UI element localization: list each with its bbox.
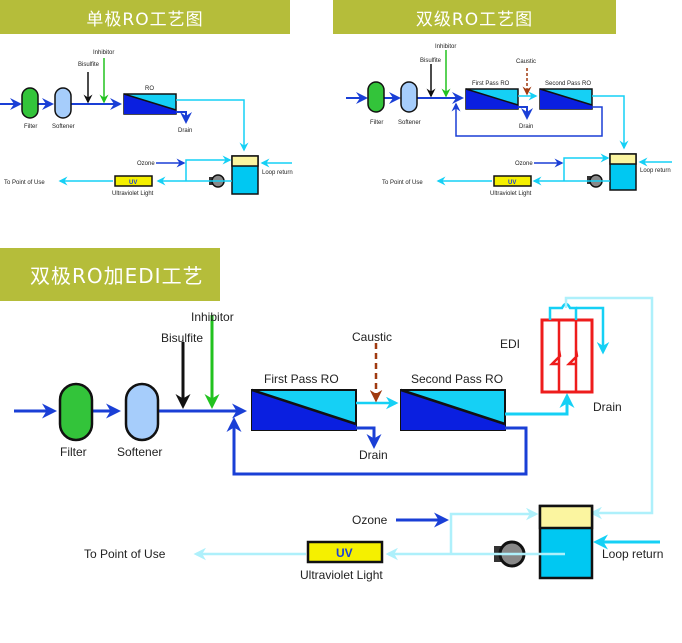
ro-label: RO — [145, 86, 154, 92]
softener-label: Softener — [117, 445, 162, 459]
storage-tank — [609, 153, 637, 191]
storage-tank — [538, 504, 594, 580]
permeate-line — [592, 95, 629, 150]
inhibitor-label: Inhibitor — [435, 44, 456, 50]
drain-label: Drain — [178, 128, 192, 134]
drain-label-1: Drain — [359, 448, 388, 462]
uv-label: UV — [129, 180, 137, 186]
second-pass-label: Second Pass RO — [411, 372, 503, 386]
drain-label-2: Drain — [593, 400, 622, 414]
edi-title: 双极RO加EDI工艺 — [30, 264, 204, 288]
filter-vessel — [21, 87, 39, 119]
uv-lamp — [114, 175, 153, 187]
first-pass-ro — [465, 88, 519, 110]
first-pass-label: First Pass RO — [264, 372, 339, 386]
first-pass-ro — [251, 388, 357, 431]
ozone-label: Ozone — [137, 161, 155, 167]
ozone-label: Ozone — [515, 161, 533, 167]
uv-label: UV — [508, 180, 516, 186]
second-pass-ro — [539, 88, 593, 110]
recirc-line — [185, 155, 232, 181]
drain-line — [518, 106, 533, 120]
second-pass-ro — [400, 388, 506, 431]
storage-tank — [231, 155, 259, 195]
single-ro-title: 单极RO工艺图 — [86, 9, 204, 30]
edi-module — [540, 302, 610, 394]
ultraviolet-light-label: Ultraviolet Light — [300, 568, 383, 582]
inhibitor-label: Inhibitor — [93, 50, 114, 56]
filter-label: Filter — [60, 445, 87, 459]
permeate-to-edi-line — [505, 393, 575, 416]
drain-line-1 — [356, 426, 382, 449]
double-ro-title: 双级RO工艺图 — [415, 9, 534, 30]
recycle-line — [226, 417, 528, 476]
single-ro-title-banner: 单极RO工艺图 — [0, 0, 290, 34]
loop-return-label: Loop return — [602, 547, 663, 561]
bisulfite-label: Bisulfite — [420, 58, 442, 64]
permeate-line — [176, 99, 249, 152]
edi-title-banner: 双极RO加EDI工艺 — [0, 248, 220, 301]
edi-label: EDI — [500, 337, 520, 351]
uv-lamp — [306, 540, 384, 564]
filter-label: Filter — [24, 124, 37, 130]
ultraviolet-light-label: Ultraviolet Light — [112, 191, 154, 197]
first-pass-label: First Pass RO — [472, 81, 510, 87]
ultraviolet-light-label: Ultraviolet Light — [490, 191, 532, 197]
second-pass-label: Second Pass RO — [545, 81, 591, 87]
to-point-of-use-label: To Point of Use — [382, 180, 423, 186]
caustic-label: Caustic — [516, 59, 536, 65]
uv-lamp — [493, 175, 532, 187]
inhibitor-label: Inhibitor — [191, 310, 234, 324]
edi-diagram: Filter Softener Bisulfite Inhibitor Firs… — [14, 296, 663, 582]
recirc-line — [563, 153, 610, 181]
softener-vessel — [124, 382, 160, 442]
caustic-label: Caustic — [352, 330, 392, 344]
softener-label: Softener — [398, 120, 421, 126]
recycle-line — [451, 102, 603, 137]
drain-label: Drain — [519, 124, 533, 130]
softener-vessel — [400, 81, 418, 113]
to-point-of-use-label: To Point of Use — [84, 547, 166, 561]
bisulfite-label: Bisulfite — [161, 331, 203, 345]
edi-product-line — [564, 296, 654, 520]
ro-membrane — [123, 93, 177, 115]
loop-return-label: Loop return — [262, 170, 293, 176]
softener-label: Softener — [52, 124, 75, 130]
filter-vessel — [367, 81, 385, 113]
bisulfite-label: Bisulfite — [78, 62, 100, 68]
to-point-of-use-label: To Point of Use — [4, 180, 45, 186]
double-ro-diagram: Filter Softener Bisulfite Inhibitor Firs… — [346, 44, 672, 197]
uv-label: UV — [336, 546, 353, 560]
loop-return-label: Loop return — [640, 168, 671, 174]
filter-label: Filter — [370, 120, 383, 126]
softener-vessel — [54, 87, 72, 119]
filter-vessel — [58, 382, 94, 442]
single-ro-diagram: Filter Softener Bisulfite Inhibitor RO D… — [0, 50, 293, 197]
double-ro-title-banner: 双级RO工艺图 — [333, 0, 616, 34]
drain-line — [176, 111, 192, 124]
recirc-line — [449, 507, 539, 554]
ozone-label: Ozone — [352, 513, 388, 527]
